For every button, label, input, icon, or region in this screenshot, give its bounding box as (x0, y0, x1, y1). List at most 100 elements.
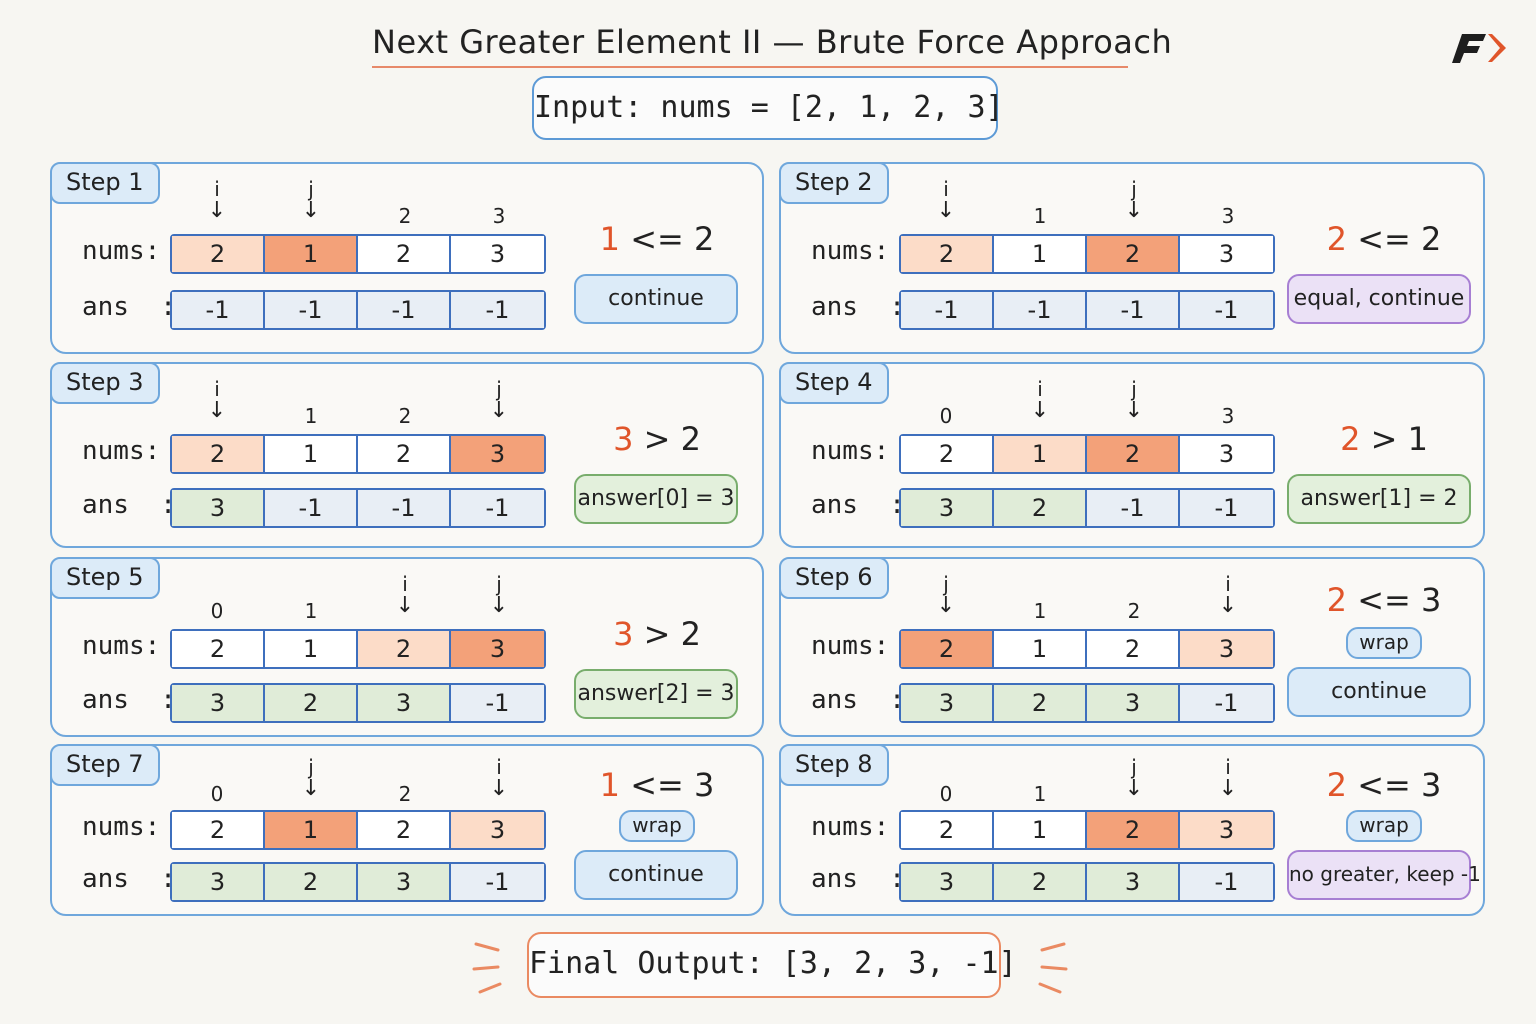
pointer-j: j↓ (264, 178, 358, 234)
pointer-j: j↓ (1087, 378, 1181, 434)
pointer-label: j (1131, 377, 1137, 401)
nums-cell: 2 (172, 236, 265, 272)
brand-logo-icon (1452, 34, 1506, 63)
ans-array: -1-1-1-1 (899, 290, 1275, 330)
comparison-rest: <= 3 (1347, 766, 1442, 804)
comparison-rest: <= 3 (620, 766, 715, 804)
nums-cell: 2 (172, 631, 265, 667)
index-number: 2 (398, 782, 412, 806)
pointer-label: i (496, 755, 502, 779)
index-number: 0 (210, 599, 224, 623)
pointer-j: j↓ (1087, 756, 1181, 812)
ans-cell: -1 (451, 292, 544, 328)
nums-cell: 2 (901, 631, 994, 667)
ans-cell: -1 (265, 490, 358, 526)
wrap-badge: wrap (619, 810, 695, 842)
down-arrow-icon: ↓ (936, 198, 956, 223)
ans-cell: 2 (994, 490, 1087, 526)
comparison-highlight: 2 (1326, 581, 1348, 619)
comparison-highlight: 2 (1340, 420, 1361, 458)
nums-cell: 1 (265, 436, 358, 472)
comparison-rest: <= 3 (1347, 581, 1442, 619)
nums-cell: 1 (994, 236, 1087, 272)
index-number: 3 (1221, 404, 1235, 428)
index-label: 1 (264, 378, 358, 434)
nums-cell: 3 (451, 236, 544, 272)
pointer-label: j (1131, 177, 1137, 201)
pointer-label: i (402, 572, 408, 596)
pointer-i: i↓ (993, 378, 1087, 434)
nums-label: nums: (82, 812, 161, 842)
index-label: 1 (993, 178, 1087, 234)
burst-lines-left-icon (472, 942, 502, 994)
pointer-label: i (1037, 377, 1043, 401)
ans-cell: 2 (994, 685, 1087, 721)
result-tag: answer[2] = 3 (574, 669, 738, 719)
pointer-label: j (1131, 755, 1137, 779)
nums-label: nums: (811, 631, 890, 661)
index-number: 1 (1033, 599, 1047, 623)
nums-cell: 3 (1180, 812, 1273, 848)
pointer-i: i↓ (899, 178, 993, 234)
pointer-label: j (943, 572, 949, 596)
nums-cell: 2 (172, 812, 265, 848)
pointer-label: i (214, 377, 220, 401)
index-label: 2 (358, 378, 452, 434)
down-arrow-icon: ↓ (1030, 398, 1050, 423)
ans-cell: -1 (1180, 292, 1273, 328)
pointer-label: j (496, 572, 502, 596)
ans-cell: -1 (451, 685, 544, 721)
nums-cell: 2 (901, 812, 994, 848)
down-arrow-icon: ↓ (1124, 198, 1144, 223)
step-label: Step 6 (779, 557, 889, 599)
ans-cell: -1 (1180, 864, 1273, 900)
comparison-text: 2 > 1 (1301, 420, 1467, 458)
pointer-i: i↓ (1181, 756, 1275, 812)
down-arrow-icon: ↓ (207, 198, 227, 223)
ans-cell: 3 (358, 685, 451, 721)
index-label: 2 (1087, 573, 1181, 629)
burst-lines-right-icon (1038, 942, 1068, 994)
comparison-highlight: 2 (1326, 766, 1348, 804)
ans-cell: 3 (358, 864, 451, 900)
step-label: Step 3 (50, 362, 160, 404)
step-label: Step 4 (779, 362, 889, 404)
step-label: Step 2 (779, 162, 889, 204)
wrap-badge: wrap (1346, 627, 1422, 659)
nums-cell: 3 (1180, 631, 1273, 667)
pointer-label: i (1225, 572, 1231, 596)
ans-cell: 2 (265, 685, 358, 721)
ans-label: ans : (82, 292, 176, 322)
ans-label: ans : (811, 292, 905, 322)
comparison-highlight: 2 (1326, 220, 1348, 258)
ans-cell: -1 (451, 864, 544, 900)
index-number: 0 (939, 404, 953, 428)
comparison-text: 2 <= 3 (1301, 766, 1467, 804)
comparison-text: 3 > 2 (572, 615, 742, 653)
nums-cell: 2 (901, 436, 994, 472)
pointer-i: i↓ (358, 573, 452, 629)
result-tag: answer[0] = 3 (574, 474, 738, 524)
ans-cell: -1 (172, 292, 265, 328)
ans-cell: 2 (994, 864, 1087, 900)
ans-cell: -1 (358, 292, 451, 328)
step-label: Step 1 (50, 162, 160, 204)
down-arrow-icon: ↓ (395, 593, 415, 618)
pointer-i: i↓ (452, 756, 546, 812)
comparison-text: 1 <= 2 (572, 220, 742, 258)
nums-cell: 2 (1087, 812, 1180, 848)
nums-cell: 3 (1180, 236, 1273, 272)
input-display: Input: nums = [2, 1, 2, 3] (532, 76, 1004, 140)
comparison-highlight: 3 (613, 420, 634, 458)
ans-cell: -1 (901, 292, 994, 328)
